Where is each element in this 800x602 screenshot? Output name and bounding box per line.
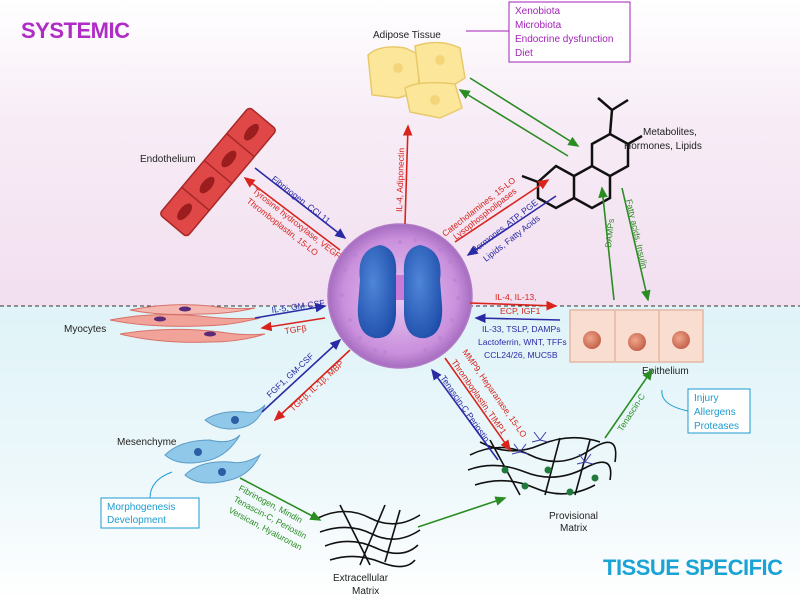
extracellular-matrix-label-line2: Matrix — [352, 586, 379, 597]
arrow-mes-to-ecm — [239, 477, 322, 521]
mesenchyme-roles-box — [100, 497, 200, 529]
mesenchyme-icon — [164, 404, 266, 484]
provisional-matrix-icon — [467, 431, 617, 496]
arrow-epi-to-metabolites — [598, 186, 615, 301]
label-tgfb-myo: TGFβ — [284, 323, 307, 336]
arrow-mes-to-eos — [261, 338, 342, 413]
arrow-endo-to-eos — [254, 167, 347, 239]
provisional-matrix-label-line1: Provisional — [549, 511, 598, 522]
trigger-proteases: Proteases — [694, 421, 739, 432]
systemic-title: SYSTEMIC — [21, 18, 130, 43]
metabolites-label-line1: Metabolites, — [643, 127, 697, 138]
arrow-prov-to-epi — [604, 368, 653, 439]
mesenchyme-roles-connector — [149, 471, 173, 499]
arrow-eos-to-mes — [273, 349, 351, 422]
factor-endocrine: Endocrine dysfunction — [515, 34, 613, 45]
label-lactoferrin: Lactoferrin, WNT, TFFs — [478, 337, 567, 347]
arrow-eos-to-endo — [243, 177, 341, 251]
epithelium-icon — [569, 309, 704, 363]
arrow-ecm-to-prov — [417, 496, 507, 528]
arrow-metabolites-to-epi — [621, 187, 651, 302]
tissue-specific-title: TISSUE SPECIFIC — [603, 555, 783, 580]
endothelium-label: Endothelium — [140, 154, 196, 165]
mesenchyme-label: Mesenchyme — [117, 437, 177, 448]
extracellular-matrix-icon — [317, 504, 421, 568]
arrow-eos-to-prov — [444, 357, 511, 452]
label-il4-adiponectin: IL-4, Adiponectin — [394, 148, 406, 213]
label-ecp-igf1: ECP, IGF1 — [500, 306, 541, 316]
arrow-eos-to-adipose — [402, 124, 413, 225]
arrow-metabolites-to-adipose — [458, 89, 569, 157]
arrow-eos-to-metabolites — [454, 179, 550, 243]
label-il4-il13: IL-4, IL-13, — [495, 292, 537, 302]
arrow-adipose-to-metabolites — [469, 77, 580, 147]
metabolites-molecule-icon — [521, 97, 643, 210]
trigger-injury: Injury — [694, 393, 718, 404]
systemic-factors-box — [508, 1, 631, 63]
arrow-eos-to-epi — [469, 300, 558, 311]
arrow-metabolites-to-eos — [466, 195, 557, 256]
provisional-matrix-label-line2: Matrix — [560, 523, 587, 534]
epithelial-triggers-connector — [661, 389, 689, 412]
arrow-myo-to-eos — [254, 302, 327, 319]
label-ccl24-muc5b: CCL24/26, MUC5B — [484, 350, 558, 360]
factor-microbiota: Microbiota — [515, 20, 562, 31]
eosinophil-icon — [327, 223, 473, 369]
arrow-prov-to-eos — [431, 368, 499, 461]
trigger-allergens: Allergens — [694, 407, 736, 418]
label-damps: DAMPs — [603, 218, 616, 248]
role-morphogenesis: Morphogenesis — [107, 502, 175, 513]
label-il33-tslp: IL-33, TSLP, DAMPs — [482, 324, 561, 334]
endothelium-icon — [160, 107, 276, 237]
role-development: Development — [107, 515, 166, 526]
label-tenascin-c: Tenascin-C — [615, 392, 647, 434]
label-fatty-acids-insulin: Fatty acids, Insulin — [624, 198, 650, 270]
label-il5-gmcsf: IL-5, GM-CSF — [271, 298, 325, 315]
factor-xenobiota: Xenobiota — [515, 6, 560, 17]
myocytes-icon — [109, 304, 266, 343]
extracellular-matrix-label-line1: Extracellular — [333, 573, 389, 584]
factor-diet: Diet — [515, 48, 533, 59]
adipose-tissue-icon — [367, 41, 466, 119]
arrow-eos-to-myo — [260, 317, 326, 332]
epithelium-label: Epithelium — [642, 366, 689, 377]
metabolites-label-line2: Hormones, Lipids — [624, 141, 702, 152]
myocytes-label: Myocytes — [64, 324, 106, 335]
adipose-tissue-label: Adipose Tissue — [373, 30, 441, 41]
arrow-epi-to-eos — [474, 313, 561, 324]
